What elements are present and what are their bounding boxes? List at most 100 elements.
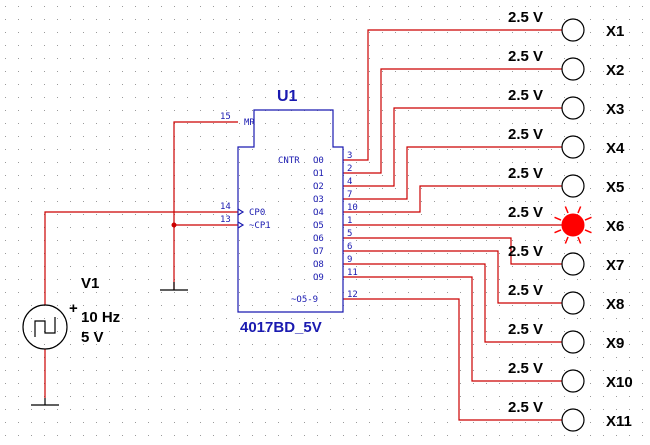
probe-x6[interactable]: 2.5 VX6 [508, 204, 624, 244]
wires [44, 29, 562, 421]
pin-number: 13 [220, 215, 231, 225]
wire-output-8 [343, 263, 562, 343]
pin-label: O8 [313, 260, 324, 270]
probe-name: X8 [606, 296, 624, 313]
chip-part-label: 4017BD_5V [240, 319, 322, 336]
pin-number: 10 [347, 203, 358, 213]
chip-right-pin: O8 9 [313, 255, 352, 270]
wire-output-9 [343, 276, 562, 382]
pin-number: 9 [347, 255, 352, 265]
chip-right-pin: O7 6 [313, 242, 352, 257]
chip-right-pin: O6 5 [313, 229, 352, 244]
pin-number: 3 [347, 151, 352, 161]
probe-lamp [561, 369, 585, 393]
probe-value: 2.5 V [508, 243, 543, 260]
probe-name: X10 [606, 374, 633, 391]
pin-number: 4 [347, 177, 352, 187]
grid-dots [5, 6, 643, 436]
probe-name: X5 [606, 179, 624, 196]
pin-label: O2 [313, 182, 324, 192]
probe-value: 2.5 V [508, 165, 543, 182]
wire-junction [171, 222, 177, 228]
probe-value: 2.5 V [508, 48, 543, 65]
pin-label: O0 [313, 156, 324, 166]
clock-pin-mark [237, 208, 245, 216]
pin-number: 1 [347, 216, 352, 226]
pin-number: 6 [347, 242, 352, 252]
probe-lamp [561, 252, 585, 276]
probe-value: 2.5 V [508, 321, 543, 338]
pin-number: 5 [347, 229, 352, 239]
source-polarity: + [69, 300, 78, 317]
probe-lamp [561, 213, 585, 237]
wire-cp0-source [44, 211, 238, 305]
pin-number: 14 [220, 202, 231, 212]
wire-output-6 [343, 237, 562, 265]
probe-lamp [561, 330, 585, 354]
source-amplitude: 5 V [81, 329, 104, 346]
probe-name: X1 [606, 23, 624, 40]
pin-number: 12 [347, 290, 358, 300]
probe-lamp [561, 18, 585, 42]
probe-name: X3 [606, 101, 624, 118]
clock-pin-mark [237, 221, 245, 229]
wire-output-0 [343, 29, 562, 161]
source-ref-label: V1 [81, 275, 99, 292]
probe-lamp [561, 135, 585, 159]
probe-x9[interactable]: 2.5 VX9 [508, 321, 624, 354]
probe-name: X4 [606, 140, 625, 157]
chip-right-pin: O3 7 [313, 190, 352, 205]
probe-lamp [561, 408, 585, 432]
probe-name: X6 [606, 218, 624, 235]
probe-name: X2 [606, 62, 624, 79]
probe-x7[interactable]: 2.5 V X7 [508, 243, 624, 276]
chip-right-pin: O5 1 [313, 216, 352, 231]
probe-name: X7 [606, 257, 624, 274]
pin-number: 7 [347, 190, 352, 200]
pin-number: 11 [347, 268, 358, 278]
pin-label: O7 [313, 247, 324, 257]
wire-mr-ground [173, 121, 238, 290]
pin-label: O1 [313, 169, 324, 179]
probe-value: 2.5 V [508, 282, 543, 299]
pin-label: O3 [313, 195, 324, 205]
pin-label: O6 [313, 234, 324, 244]
source-frequency: 10 Hz [81, 309, 120, 326]
probe-x3[interactable]: 2.5 VX3 [508, 87, 624, 120]
pin-label: O5 [313, 221, 324, 231]
wire-output-10 [343, 298, 562, 421]
probe-x4[interactable]: 2.5 VX4 [508, 126, 625, 159]
probe-x8[interactable]: 2.5 V X8 [508, 282, 624, 315]
probe-lamp [561, 174, 585, 198]
probe-x5[interactable]: 2.5 V X5 [508, 165, 624, 198]
pin-number: 15 [220, 112, 231, 122]
chip-right-pin: O0 3 [313, 151, 352, 166]
voltage-source-v1[interactable]: + V1 10 Hz 5 V [22, 275, 120, 350]
chip-cntr-label: CNTR [278, 156, 300, 166]
wire-output-3 [343, 146, 562, 200]
pin-label: ~O5-9 [291, 295, 318, 305]
probe-name: X11 [606, 413, 632, 430]
probe-x1[interactable]: 2.5 VX1 [508, 9, 624, 42]
source-circle [22, 304, 68, 350]
chip-right-pin: ~O5-9 12 [291, 290, 358, 305]
wire-output-1 [343, 68, 562, 174]
probe-value: 2.5 V [508, 399, 543, 416]
pin-label: O4 [313, 208, 324, 218]
probe-glow [554, 206, 592, 244]
square-wave-icon [34, 317, 56, 337]
probe-x2[interactable]: 2.5 V X2 [508, 48, 624, 81]
wire-output-4 [343, 185, 562, 213]
pin-label: CP0 [249, 208, 265, 218]
chip-right-pin: O4 10 [313, 203, 358, 218]
probe-x11[interactable]: 2.5 V X11 [508, 399, 632, 432]
probe-lamp [561, 291, 585, 315]
